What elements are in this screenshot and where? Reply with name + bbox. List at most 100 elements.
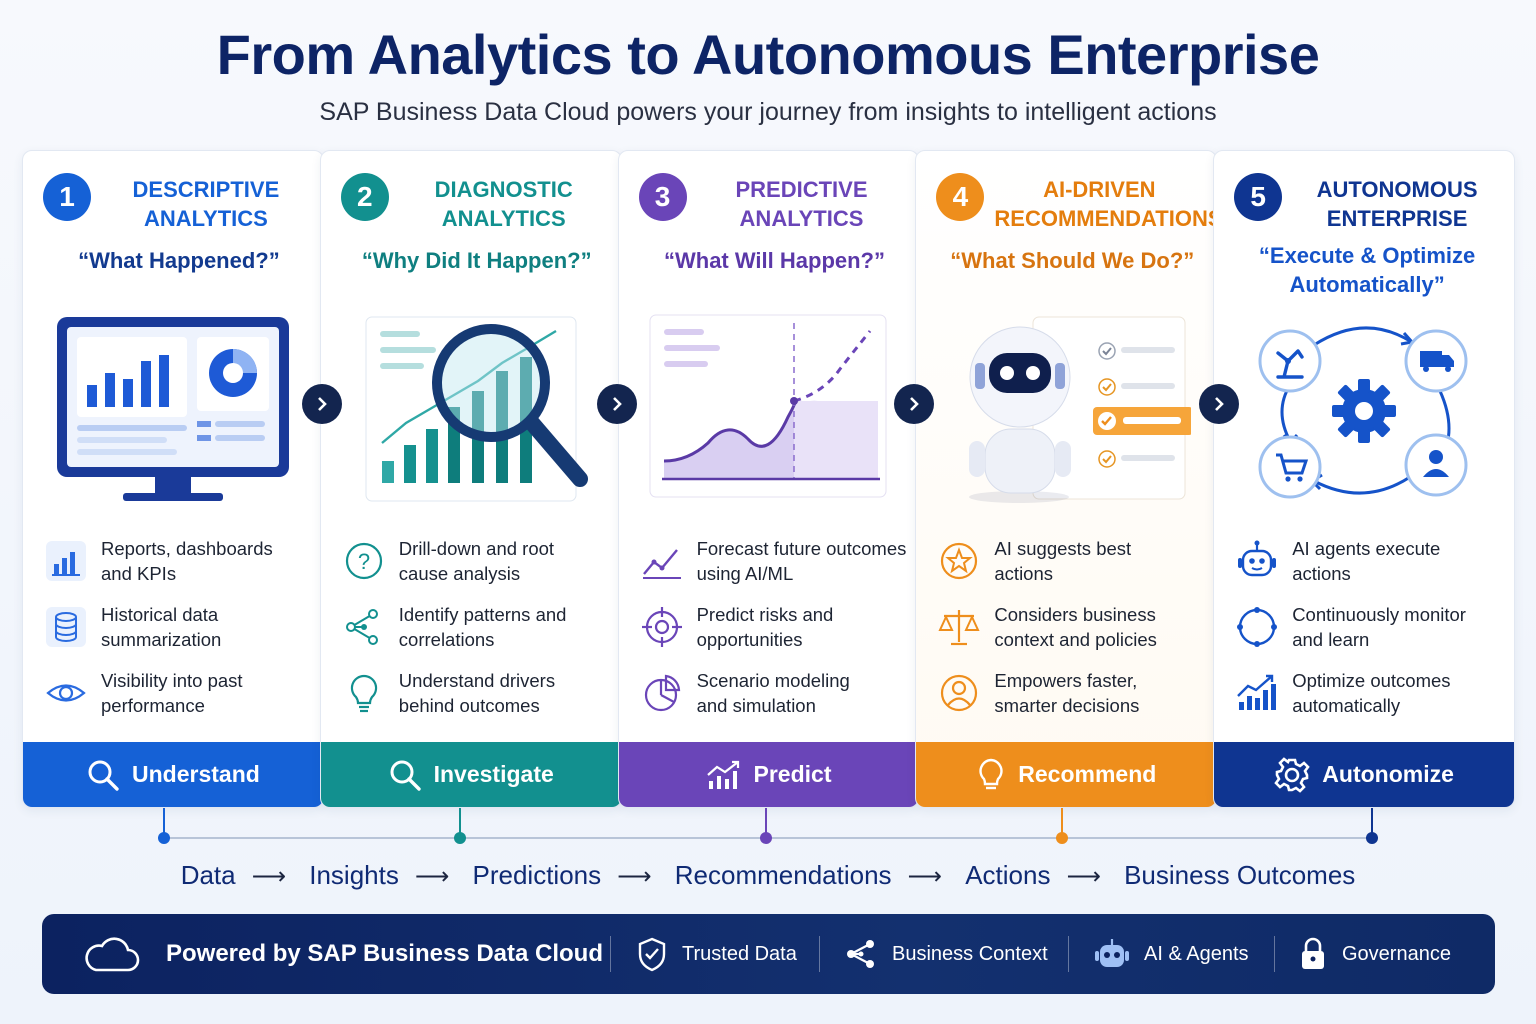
powered-by-label: Powered by SAP Business Data Cloud — [82, 914, 603, 994]
chevron-right-icon — [894, 384, 934, 424]
stage-question: “What Will Happen?” — [663, 248, 885, 273]
action-predict-button[interactable]: Predict — [618, 742, 919, 807]
action-recommend-button[interactable]: Recommend — [916, 742, 1217, 807]
flow-step: Data — [180, 860, 236, 890]
scales-icon — [938, 610, 980, 646]
shield-check-icon — [638, 937, 666, 972]
flow-step: Predictions — [472, 860, 602, 890]
database-icon — [46, 607, 86, 647]
share-nodes-icon — [345, 609, 378, 645]
robot-icon — [1095, 939, 1129, 967]
stage-number-badge: 1 — [43, 173, 91, 221]
share-nodes-icon — [847, 940, 874, 968]
stage-number-badge: 4 — [936, 173, 985, 221]
robot-icon — [1238, 540, 1277, 577]
robot-checklist-illustration — [916, 311, 1216, 511]
action-autonomize-button[interactable]: Autonomize — [1214, 742, 1514, 807]
trend-line-icon — [642, 549, 681, 579]
forecast-chart-illustration — [619, 311, 919, 511]
pillar-ai-agents: AI & Agents — [1094, 914, 1249, 994]
stage-question: “Why Did It Happen?” — [361, 248, 592, 273]
growth-bars-icon — [1237, 674, 1277, 710]
pillar-governance: Governance — [1298, 914, 1451, 994]
timeline-connector — [158, 808, 1378, 844]
page-title: From Analytics to Autonomous Enterprise — [216, 23, 1320, 86]
arrow-right-icon: ⟶ — [907, 863, 942, 890]
action-label: Understand — [132, 761, 260, 787]
flow-step: Business Outcomes — [1124, 860, 1356, 890]
target-icon — [641, 607, 682, 647]
flow-step: Insights — [309, 860, 399, 890]
stage-number-badge: 2 — [340, 173, 389, 221]
star-badge-icon — [941, 542, 978, 580]
cycle-icon — [1237, 607, 1278, 647]
arrow-right-icon: ⟶ — [251, 863, 287, 890]
bar-chart-icon — [46, 541, 86, 581]
feature-item: Empowers faster,smarter decisions — [936, 668, 1206, 734]
stage-number-badge: 3 — [638, 173, 687, 221]
eye-icon — [46, 684, 86, 702]
lightbulb-icon — [979, 758, 1003, 789]
question-icon: ? — [345, 542, 382, 580]
value-flow: Data ⟶ Insights ⟶ Predictions ⟶ Recommendat… — [0, 860, 1536, 891]
growth-chart-icon — [706, 760, 739, 789]
search-icon — [390, 760, 421, 791]
action-label: Recommend — [1018, 761, 1157, 787]
autonomous-cycle-illustration — [1214, 311, 1514, 511]
chevron-right-icon — [1199, 384, 1239, 424]
pillar-trusted-data: Trusted Data — [636, 914, 797, 994]
cloud-icon — [85, 937, 140, 972]
flow-step: Actions — [965, 860, 1051, 890]
chevron-right-icon — [302, 384, 342, 424]
flow-step: Recommendations — [674, 860, 892, 890]
page-subtitle: SAP Business Data Cloud powers your jour… — [319, 98, 1217, 126]
stage-question: “What Should We Do?” — [950, 248, 1195, 273]
action-investigate-button[interactable]: Investigate — [320, 742, 621, 807]
action-understand-button[interactable]: Understand — [23, 742, 323, 807]
feature-text: Empowers faster,smarter decisions — [994, 670, 1140, 716]
gear-icon — [1274, 756, 1310, 793]
arrow-right-icon: ⟶ — [1066, 863, 1101, 890]
pie-chart-icon — [644, 674, 680, 712]
svg-text:?: ? — [358, 549, 370, 574]
stage-question: “What Happened?” — [78, 248, 280, 273]
pillar-business-context: Business Context — [844, 914, 1048, 994]
person-icon — [941, 674, 978, 712]
